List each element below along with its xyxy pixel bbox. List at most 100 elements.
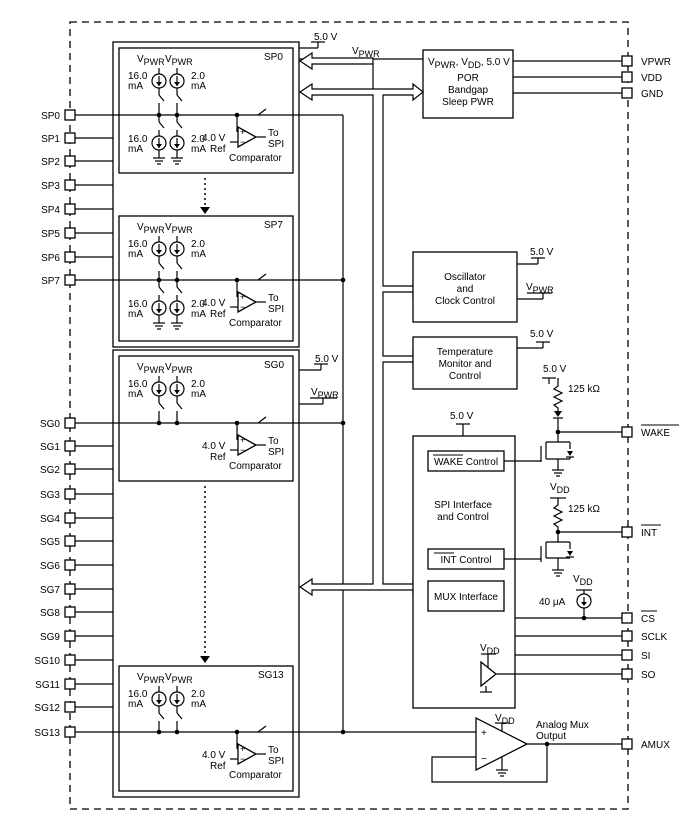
svg-text:mA: mA	[128, 699, 143, 710]
pin-sg6	[64, 559, 76, 571]
svg-text:mA: mA	[191, 249, 206, 260]
svg-text:16.0: 16.0	[128, 134, 148, 145]
pin-label-sg7: SG7	[40, 585, 60, 596]
sp0-vpwr-1: VPWR	[137, 54, 165, 67]
svg-text:2.0: 2.0	[191, 71, 205, 82]
svg-text:Ref: Ref	[210, 761, 226, 772]
svg-text:mA: mA	[128, 309, 143, 320]
temp-5v-label: 5.0 V	[530, 329, 554, 340]
pin-sg10	[64, 654, 76, 666]
pin-gnd	[621, 87, 633, 99]
wake-control-label: WAKE Control	[434, 457, 498, 468]
pin-label-cs: CS	[641, 614, 655, 625]
svg-text:+: +	[240, 292, 245, 302]
osc-label-1: Oscillator	[444, 272, 486, 283]
pin-label-sg10: SG10	[34, 656, 60, 667]
sp7-block	[118, 215, 294, 342]
sg0-block-title: SG0	[264, 360, 284, 371]
temperature-block	[412, 336, 518, 390]
pin-label-sg0: SG0	[40, 419, 60, 430]
chip-boundary	[69, 21, 629, 810]
pin-sg7	[64, 583, 76, 595]
pin-label-sg13: SG13	[34, 728, 60, 739]
osc-vpwr-label: VPWR	[526, 282, 554, 295]
pin-vpwr	[621, 55, 633, 67]
sg0-vpwr-2: VPWR	[165, 362, 193, 375]
svg-text:SPI: SPI	[268, 447, 284, 458]
svg-text:2.0: 2.0	[191, 299, 205, 310]
svg-text:mA: mA	[128, 81, 143, 92]
sp-5v-label: 5.0 V	[314, 32, 338, 43]
current-40ua-label: 40 μA	[539, 597, 566, 608]
pin-sg2	[64, 463, 76, 475]
pin-sp5	[64, 227, 76, 239]
svg-text:4.0 V: 4.0 V	[202, 750, 226, 761]
svg-text:4.0 V: 4.0 V	[202, 298, 226, 309]
pin-label-sg12: SG12	[34, 703, 60, 714]
pin-sg13	[64, 726, 76, 738]
pin-label-sp6: SP6	[41, 253, 60, 264]
pin-label-sg9: SG9	[40, 632, 60, 643]
svg-text:Ref: Ref	[210, 452, 226, 463]
pin-sg0	[64, 417, 76, 429]
pin-label-sp7: SP7	[41, 276, 60, 287]
pin-so	[621, 668, 633, 680]
svg-text:SPI: SPI	[268, 756, 284, 767]
pin-label-sp1: SP1	[41, 134, 60, 145]
pin-cs	[621, 612, 633, 624]
bandgap-label: Bandgap	[448, 85, 488, 96]
svg-text:To: To	[268, 293, 279, 304]
pin-sg1	[64, 440, 76, 452]
pin-label-int: INT	[641, 528, 657, 539]
pin-label-sg4: SG4	[40, 514, 60, 525]
pin-vdd	[621, 71, 633, 83]
svg-text:To: To	[268, 745, 279, 756]
svg-text:+: +	[240, 435, 245, 445]
temp-label-2: Monitor and	[439, 359, 492, 370]
pin-sp6	[64, 251, 76, 263]
svg-text:mA: mA	[191, 144, 206, 155]
sp-frame	[112, 41, 300, 348]
svg-text:16.0: 16.0	[128, 299, 148, 310]
svg-text:mA: mA	[191, 81, 206, 92]
sg13-block	[118, 665, 294, 792]
opamp-vdd-label: VDD	[495, 713, 515, 726]
svg-text:+: +	[240, 127, 245, 137]
svg-text:Ref: Ref	[210, 309, 226, 320]
mux-interface-label: MUX Interface	[434, 592, 498, 603]
pin-label-vpwr: VPWR	[641, 57, 671, 68]
svg-text:−: −	[240, 137, 245, 147]
temp-label-1: Temperature	[437, 347, 494, 358]
pin-sg5	[64, 535, 76, 547]
internal-bus	[298, 51, 424, 597]
svg-text:2.0: 2.0	[191, 134, 205, 145]
pin-int	[621, 526, 633, 538]
spi-5v-label: 5.0 V	[450, 411, 474, 422]
pin-sg9	[64, 630, 76, 642]
sp0-block	[118, 47, 294, 174]
pin-label-sp2: SP2	[41, 157, 60, 168]
pin-label-sg11: SG11	[35, 680, 60, 691]
svg-text:2.0: 2.0	[191, 689, 205, 700]
pin-sp0	[64, 109, 76, 121]
pin-label-vdd: VDD	[641, 73, 662, 84]
por-supply-label: VPWR, VDD, 5.0 V	[428, 57, 510, 70]
pin-sp3	[64, 179, 76, 191]
pin-si	[621, 649, 633, 661]
svg-text:SPI: SPI	[268, 304, 284, 315]
sg0-vpwr-1: VPWR	[137, 362, 165, 375]
wake-resistor-label: 125 kΩ	[568, 384, 600, 395]
pin-sg11	[64, 678, 76, 690]
svg-text:−: −	[240, 445, 245, 455]
pin-label-sp5: SP5	[41, 229, 60, 240]
oscillator-block	[412, 251, 518, 323]
svg-text:2.0: 2.0	[191, 379, 205, 390]
cs-vdd-label: VDD	[573, 574, 593, 587]
amux-label-2: Output	[536, 731, 566, 742]
osc-label-2: and	[457, 284, 474, 295]
int-vdd-label: VDD	[550, 482, 570, 495]
